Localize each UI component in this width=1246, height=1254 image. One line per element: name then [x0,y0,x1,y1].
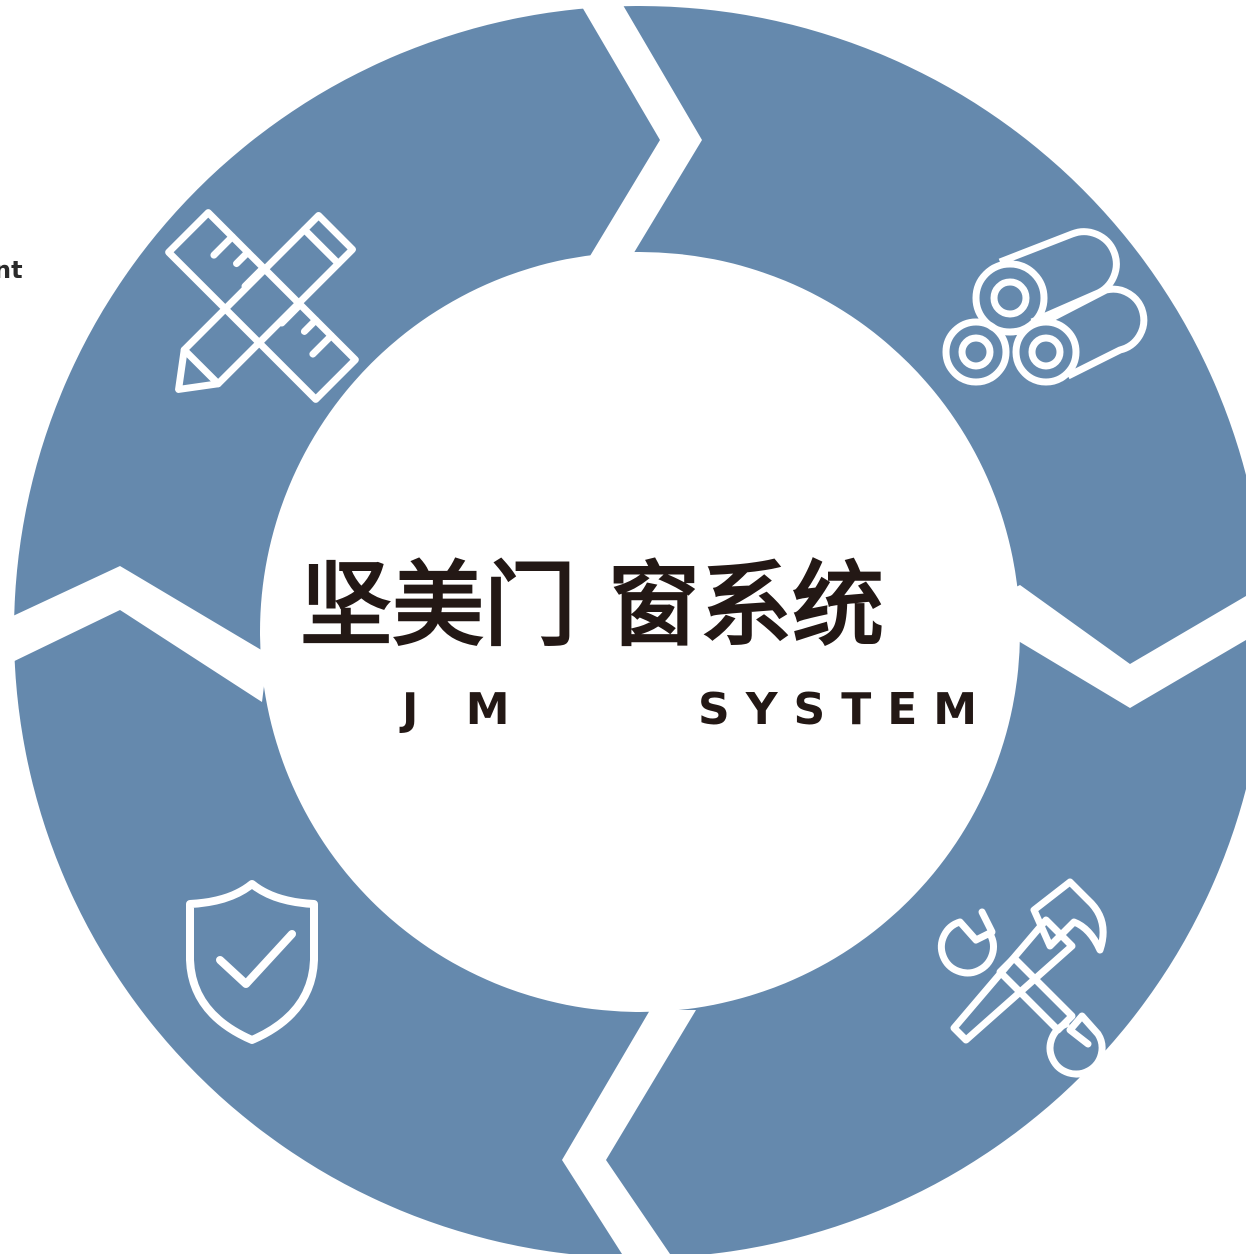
cropped-label-fragment: nt [0,256,23,284]
pipes-icon [942,228,1148,386]
ring [14,6,1246,1254]
wrench-hammer-icon [937,878,1107,1078]
ruler-pencil-icon [165,209,359,403]
subtitle-jm: J M [402,684,526,735]
shield-check-icon [186,880,318,1044]
title-chinese: 坚美门 窗系统 [300,552,885,659]
subtitle-system: SYSTEM [698,684,994,735]
